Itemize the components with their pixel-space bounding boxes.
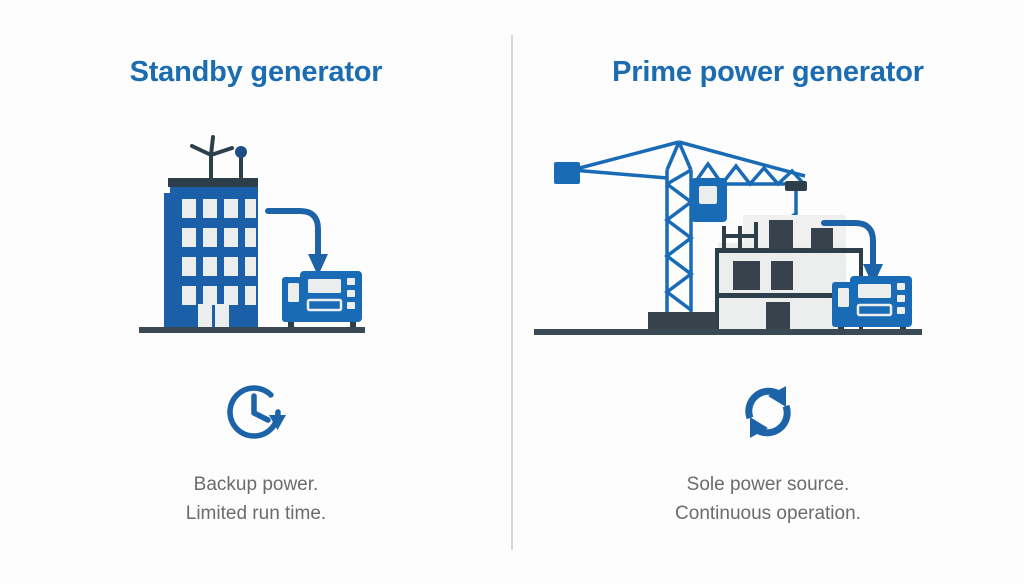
construction-building-windows bbox=[733, 220, 833, 290]
tower-crane-icon bbox=[571, 140, 806, 312]
illustration-construction-crane-with-generator bbox=[512, 130, 1024, 345]
crane-counterweight bbox=[554, 162, 580, 184]
caption-line-2: Continuous operation. bbox=[675, 503, 861, 524]
crane-base-pad bbox=[648, 312, 716, 329]
building-window-grid bbox=[182, 199, 256, 305]
caption-standby: Backup power. Limited run time. bbox=[0, 470, 512, 528]
caption-line-2: Limited run time. bbox=[185, 503, 327, 524]
continuous-cycle-icon bbox=[745, 386, 791, 438]
caption-line-1: Sole power source. bbox=[686, 474, 850, 495]
caption-prime: Sole power source. Continuous operation. bbox=[512, 470, 1024, 528]
illustration-office-building-with-generator bbox=[0, 130, 512, 345]
badge-clock-history bbox=[0, 372, 512, 452]
panel-prime: Prime power generator bbox=[512, 0, 1024, 585]
ground-line bbox=[139, 327, 365, 333]
building-left-strip bbox=[164, 193, 176, 329]
power-flow-arrow-icon bbox=[265, 208, 328, 276]
construction-scene-svg bbox=[534, 140, 922, 335]
ground-line bbox=[534, 329, 922, 335]
roof-antenna-icon bbox=[190, 135, 234, 180]
caption-line-1: Backup power. bbox=[193, 474, 319, 495]
panel-divider bbox=[511, 35, 513, 550]
construction-building-door bbox=[766, 302, 790, 329]
generator-unit-icon bbox=[832, 276, 912, 333]
building-entrance-doors bbox=[198, 304, 229, 329]
rebar-columns-icon bbox=[722, 222, 758, 250]
building-under-construction bbox=[715, 215, 863, 329]
panel-title-standby: Standby generator bbox=[129, 56, 383, 88]
badge-continuous-cycle bbox=[512, 372, 1024, 452]
office-building-scene-svg bbox=[139, 135, 365, 333]
generator-unit-icon bbox=[282, 271, 362, 328]
panel-standby: Standby generator bbox=[0, 56, 512, 528]
building-roof-slab bbox=[168, 178, 258, 187]
roof-mast-icon bbox=[235, 146, 247, 180]
panel-title-prime: Prime power generator bbox=[612, 56, 924, 88]
power-flow-arrow-icon bbox=[821, 220, 883, 286]
crane-operator-cab bbox=[691, 178, 727, 222]
clock-history-icon bbox=[227, 385, 286, 439]
